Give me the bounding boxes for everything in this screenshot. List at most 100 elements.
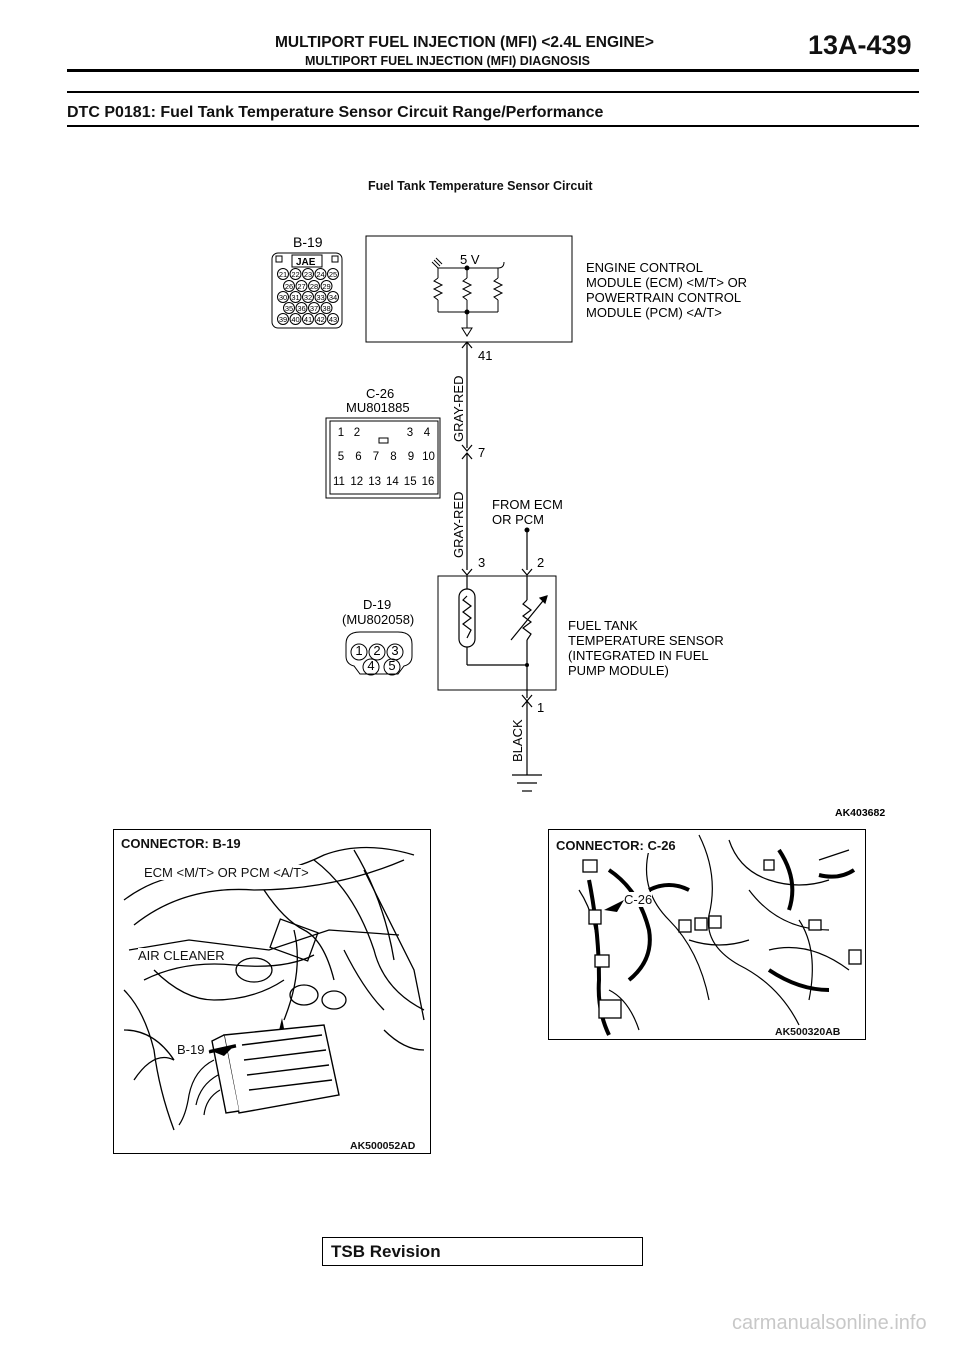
tsb-revision: TSB Revision [322, 1237, 643, 1266]
pin-number: 4 [424, 427, 431, 439]
pin-circle [283, 302, 295, 314]
c26-label: C-26 [366, 386, 394, 401]
pin-number: 7 [373, 451, 379, 463]
svg-text:POWERTRAIN CONTROL: POWERTRAIN CONTROL [586, 290, 741, 305]
header-rule [67, 69, 919, 72]
pin-3: 3 [478, 555, 485, 570]
ecm-internal-circuit [431, 257, 505, 337]
dtc-title: DTC P0181: Fuel Tank Temperature Sensor … [67, 104, 604, 121]
voltage-label: 5 V [460, 252, 480, 267]
ecm-box [365, 235, 573, 343]
page-number: 13A-439 [808, 30, 912, 60]
photo-connector-c26: CONNECTOR: C-26 C-26 AK500320AB [548, 829, 866, 1040]
d19-part: (MU802058) [342, 612, 414, 627]
ecm-unit [211, 1024, 340, 1114]
pin-circle [277, 291, 289, 303]
photo-left-figure-id: AK500052AD [350, 1140, 416, 1152]
photo-left-b19-label: B-19 [177, 1042, 205, 1057]
photo-left-air-label: AIR CLEANER [138, 948, 225, 963]
svg-text:(INTEGRATED IN FUEL: (INTEGRATED IN FUEL [568, 648, 709, 663]
pin-circle [320, 302, 333, 314]
photo-right-c26-label: C-26 [624, 892, 653, 907]
watermark: carmanualsonline.info [732, 1312, 927, 1334]
pin-number: 3 [391, 643, 398, 658]
header-subtitle: MULTIPORT FUEL INJECTION (MFI) DIAGNOSIS [305, 54, 590, 68]
pin-number: 9 [408, 451, 414, 463]
svg-text:TEMPERATURE SENSOR: TEMPERATURE SENSOR [568, 633, 724, 648]
wire-color-black: BLACK [510, 719, 525, 762]
svg-text:MODULE (PCM) <A/T>: MODULE (PCM) <A/T> [586, 305, 722, 320]
pin-7: 7 [478, 445, 485, 460]
pin-circle [295, 280, 308, 292]
b19-label: B-19 [293, 234, 323, 250]
svg-text:MODULE (ECM) <M/T> OR: MODULE (ECM) <M/T> OR [586, 275, 747, 290]
pin-number: 28 [310, 282, 318, 291]
photo-left-title: CONNECTOR: B-19 [121, 836, 241, 851]
pin-circle [302, 291, 314, 303]
pin-number: 40 [291, 315, 299, 324]
pin-number: 21 [279, 270, 287, 279]
pin-circle [289, 268, 302, 280]
pin-number: 16 [422, 476, 435, 488]
sensor-node [525, 663, 529, 667]
photo-left-ecm-label: ECM <M/T> OR PCM <A/T> [144, 865, 309, 880]
wire-color-1: GRAY-RED [451, 376, 466, 442]
pin-circle [308, 280, 320, 292]
pin-circle [277, 313, 289, 325]
pin-number: 42 [316, 315, 324, 324]
pin-number: 29 [322, 282, 330, 291]
pin-number: 23 [304, 270, 312, 279]
pin-circle [383, 658, 401, 676]
b19-brand: JAE [296, 257, 316, 268]
sensor-internal-circuit [458, 576, 548, 792]
pin-number: 1 [355, 643, 362, 658]
diagram-title: Fuel Tank Temperature Sensor Circuit [368, 179, 593, 193]
sensor-label: FUEL TANK TEMPERATURE SENSOR (INTEGRATED… [568, 618, 724, 678]
pin-number: 33 [316, 293, 324, 302]
pin-circle [289, 313, 302, 325]
pin-number: 25 [329, 270, 337, 279]
pin-number: 30 [279, 293, 287, 302]
pin-circle [362, 658, 380, 676]
svg-text:ENGINE CONTROL: ENGINE CONTROL [586, 260, 703, 275]
photo-connector-b19: CONNECTOR: B-19 ECM <M/T> OR PCM <A/T> A… [113, 829, 431, 1154]
c26-connector-icon [325, 417, 441, 499]
pin-number: 1 [338, 427, 344, 439]
pin-number: 6 [355, 451, 361, 463]
pin-1: 1 [537, 700, 544, 715]
pin-number: 5 [338, 451, 344, 463]
pin-circle [283, 280, 295, 292]
pin-number: 13 [368, 476, 381, 488]
pin-number: 37 [310, 304, 318, 313]
pin-circle [314, 313, 327, 325]
sensor-box [437, 575, 557, 691]
pin-circle [327, 313, 339, 325]
section-rule-bottom [67, 125, 919, 127]
section-rule-top [67, 91, 919, 93]
wire-color-2: GRAY-RED [451, 492, 466, 558]
pin-circle [314, 268, 327, 280]
pin-circle [368, 643, 386, 661]
pin-circle [314, 291, 327, 303]
pin-number: 24 [316, 270, 324, 279]
pin-circle [327, 268, 339, 280]
wire-gray-red [461, 341, 533, 576]
pin-number: 31 [291, 293, 299, 302]
pin-number: 43 [329, 315, 337, 324]
pin-number: 5 [388, 658, 395, 673]
pin-circle [277, 268, 289, 280]
d19-label: D-19 [363, 597, 391, 612]
pin-circle [320, 280, 333, 292]
pin-2: 2 [537, 555, 544, 570]
pin-circle [289, 291, 302, 303]
svg-text:FUEL TANK: FUEL TANK [568, 618, 638, 633]
pin-number: 34 [329, 293, 337, 302]
harness-illustration [578, 834, 862, 1036]
c26-part: MU801885 [346, 400, 410, 415]
pin-circle [350, 643, 368, 661]
from-ecm-node [524, 527, 530, 533]
pin-number: 38 [322, 304, 330, 313]
pin-number: 12 [350, 476, 363, 488]
pin-number: 8 [390, 451, 396, 463]
